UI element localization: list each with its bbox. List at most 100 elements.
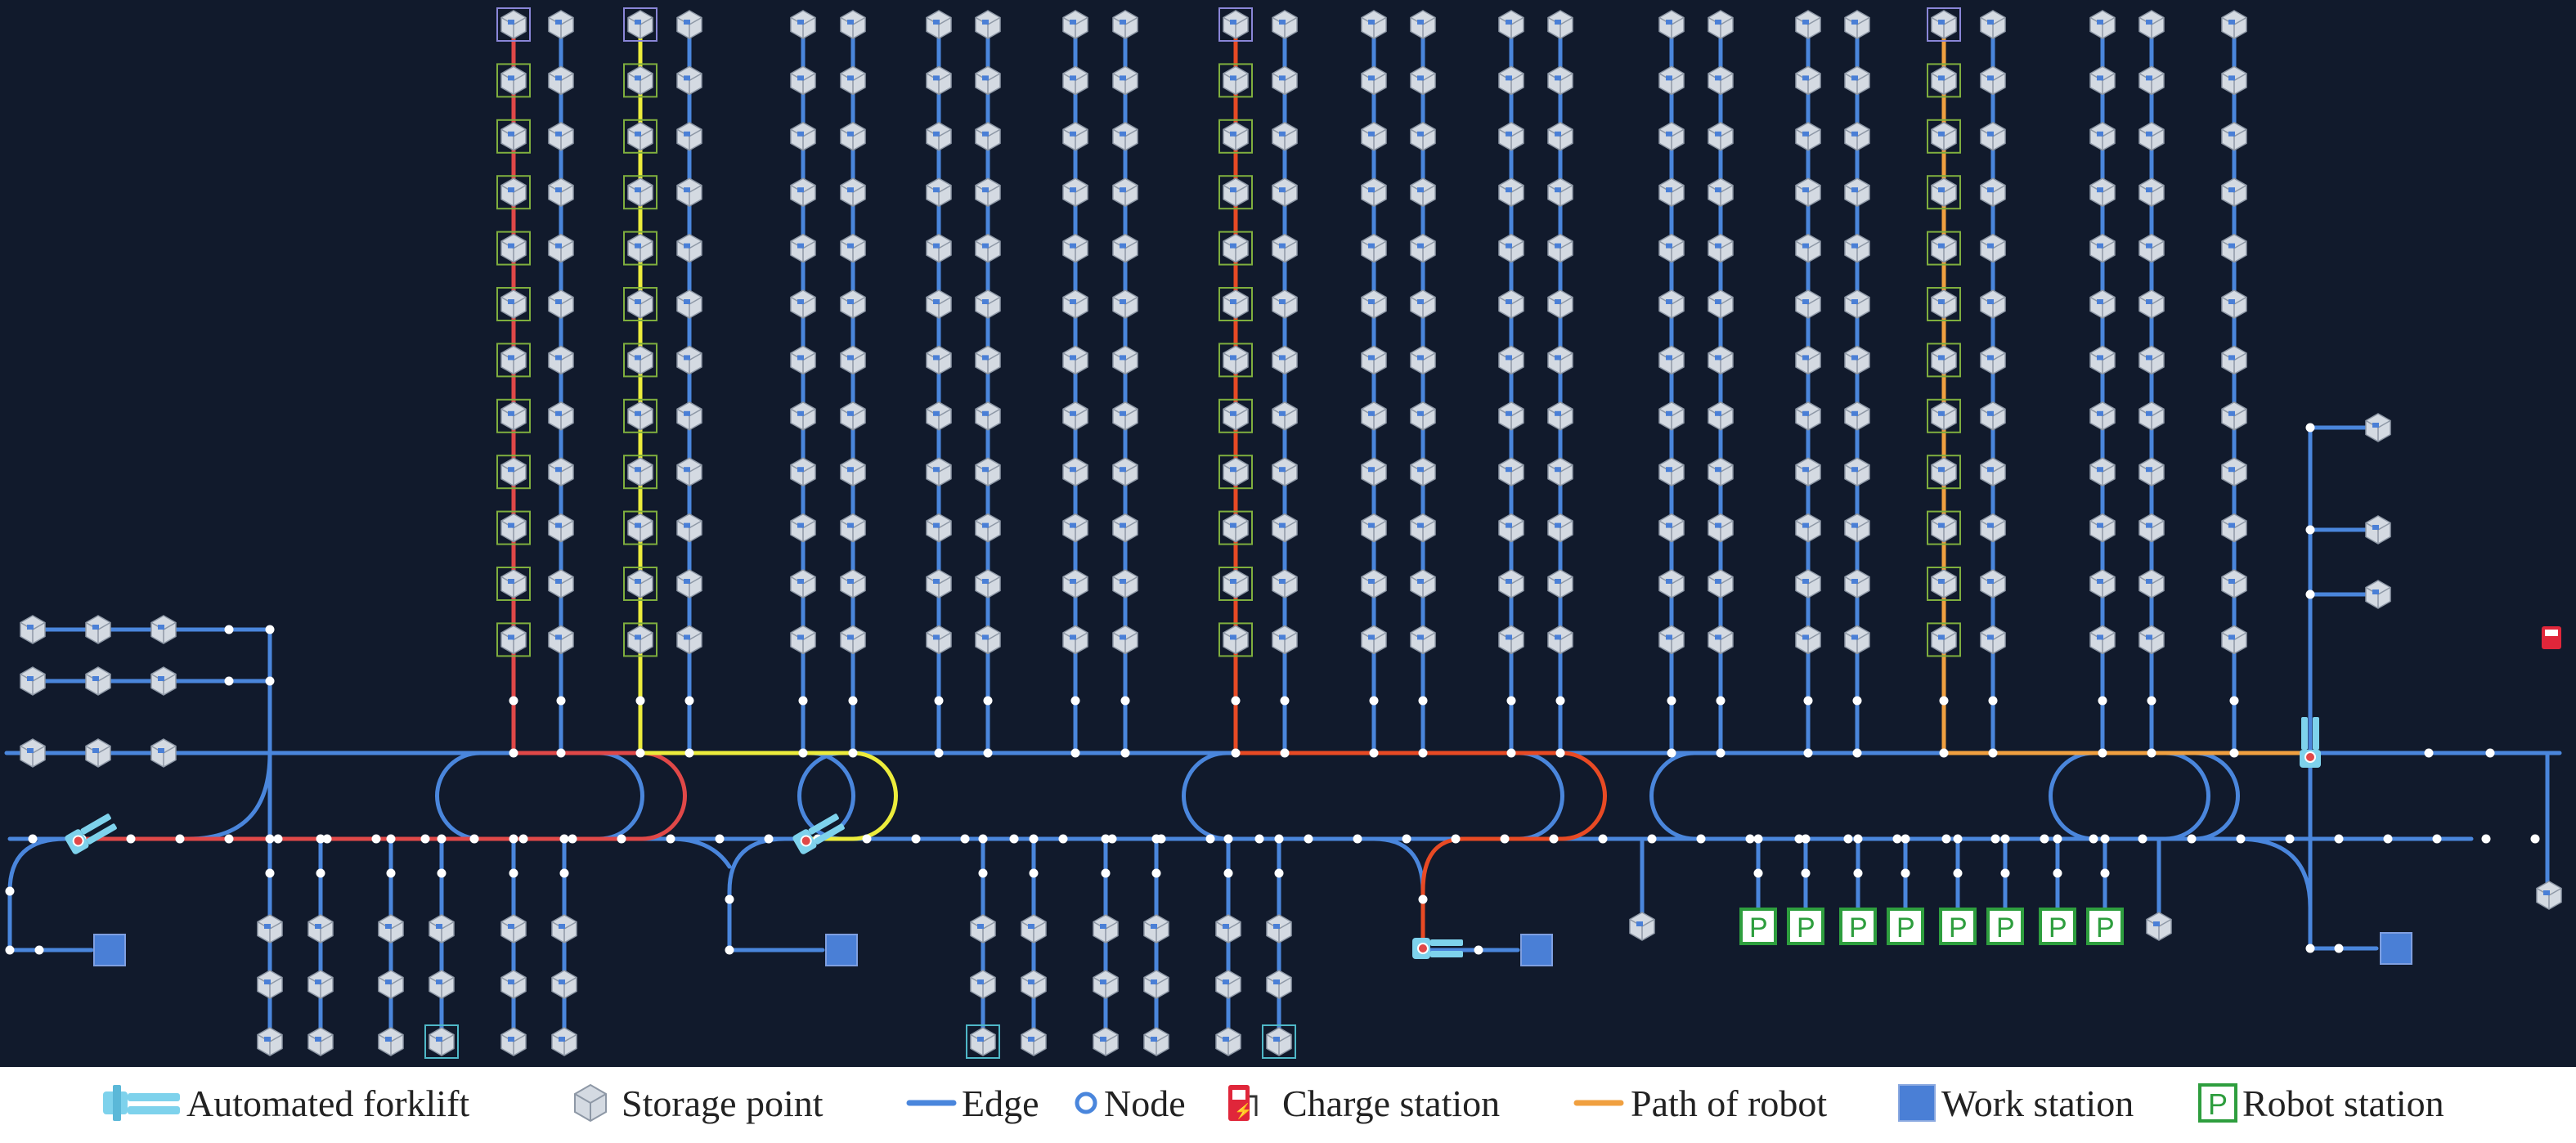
node	[1988, 748, 1998, 758]
storage-point-icon	[1410, 625, 1436, 655]
storage-point-icon	[2221, 513, 2247, 543]
storage-point-icon	[1361, 65, 1387, 96]
legend-label-robot-station: Robot station	[2242, 1082, 2444, 1124]
storage-point-icon	[1272, 625, 1298, 655]
storage-point-icon	[1547, 569, 1573, 598]
storage-point-icon	[623, 7, 657, 42]
storage-point-icon	[1062, 625, 1088, 655]
storage-point-icon	[1410, 401, 1436, 431]
robot-station-symbol: P	[1996, 912, 2015, 944]
storage-point-icon	[790, 121, 816, 151]
storage-point-icon	[623, 622, 657, 657]
storage-point-icon	[1498, 401, 1524, 431]
node	[2305, 423, 2315, 433]
storage-point-icon	[1410, 289, 1436, 319]
storage-point-icon	[1272, 569, 1298, 598]
storage-point-icon	[1410, 10, 1436, 39]
storage-point-icon	[790, 345, 816, 375]
legend-label-storage-point: Storage point	[622, 1082, 824, 1124]
storage-point-icon	[1361, 513, 1387, 543]
storage-point-icon	[1143, 1027, 1169, 1056]
storage-point-icon	[926, 233, 952, 263]
storage-point-icon	[1658, 289, 1685, 319]
storage-point-icon	[1498, 233, 1524, 263]
node	[1901, 868, 1910, 878]
storage-point-icon	[676, 457, 702, 487]
storage-point-icon	[1218, 287, 1253, 321]
storage-point-icon	[676, 401, 702, 431]
edge	[668, 836, 732, 869]
storage-point-icon	[1708, 233, 1734, 263]
node-icon	[1075, 1091, 1097, 1114]
node	[1506, 696, 1516, 706]
storage-point-icon	[1062, 10, 1088, 39]
storage-point-icon	[790, 289, 816, 319]
node	[1280, 696, 1290, 706]
storage-point-icon	[1795, 10, 1821, 39]
storage-point-icon	[1980, 289, 2006, 319]
node	[2040, 834, 2049, 844]
node	[1953, 868, 1963, 878]
storage-point-icon	[1980, 345, 2006, 375]
storage-point-icon	[975, 513, 1001, 543]
edge	[1649, 751, 1697, 841]
node	[1696, 834, 1706, 844]
storage-point-icon	[840, 457, 866, 487]
storage-point-icon	[1844, 65, 1870, 96]
storage-point-icon	[1844, 401, 1870, 431]
storage-point-icon	[1112, 233, 1138, 263]
storage-point-icon	[500, 1027, 527, 1056]
node	[1753, 834, 1763, 844]
node	[1402, 834, 1411, 844]
storage-point-icon	[975, 289, 1001, 319]
storage-point-icon	[1927, 7, 1961, 42]
storage-point-icon	[1112, 345, 1138, 375]
robot-station-icon: P	[2198, 1083, 2237, 1123]
forklift-icon	[65, 814, 117, 854]
robot-station-icon: P	[1839, 908, 1877, 945]
node	[1647, 834, 1657, 844]
robot-path-layer	[79, 22, 2313, 951]
storage-point-icon	[975, 65, 1001, 96]
storage-point-icon	[790, 10, 816, 39]
robot-station-icon: P	[1939, 908, 1977, 945]
storage-point-icon	[1272, 401, 1298, 431]
charge-station-icon: ⚡	[1228, 1085, 1258, 1121]
storage-point-icon	[975, 457, 1001, 487]
storage-point-icon	[840, 233, 866, 263]
storage-point-icon	[970, 914, 996, 944]
node	[617, 834, 626, 844]
node	[1101, 834, 1111, 844]
node	[1223, 834, 1233, 844]
storage-point-icon	[1927, 622, 1961, 657]
storage-point-icon	[790, 625, 816, 655]
storage-point-icon	[548, 457, 574, 487]
storage-point-icon	[2089, 401, 2116, 431]
node	[1941, 834, 1951, 844]
storage-point-icon	[307, 970, 334, 999]
node	[2138, 834, 2147, 844]
storage-point-icon	[1547, 401, 1573, 431]
node	[978, 834, 988, 844]
storage-point-icon	[2089, 345, 2116, 375]
storage-point-icon	[1112, 177, 1138, 208]
storage-point-icon	[1658, 177, 1685, 208]
storage-point-icon	[2089, 625, 2116, 655]
storage-point-icon	[2089, 121, 2116, 151]
storage-point-icon	[1547, 177, 1573, 208]
storage-point-icon	[1215, 914, 1241, 944]
storage-point-icon	[548, 401, 574, 431]
storage-point-icon	[1410, 345, 1436, 375]
storage-point-icon	[548, 569, 574, 598]
storage-point-icon	[1927, 175, 1961, 210]
storage-point-icon	[1410, 233, 1436, 263]
storage-point-icon	[1980, 233, 2006, 263]
node	[1843, 834, 1853, 844]
storage-point-icon	[1980, 177, 2006, 208]
node-layer	[5, 423, 2540, 955]
storage-point-icon	[1927, 63, 1961, 98]
legend: Automated forklift Storage point Edge No…	[0, 1067, 2576, 1139]
node	[1555, 748, 1565, 758]
storage-point-icon	[975, 345, 1001, 375]
